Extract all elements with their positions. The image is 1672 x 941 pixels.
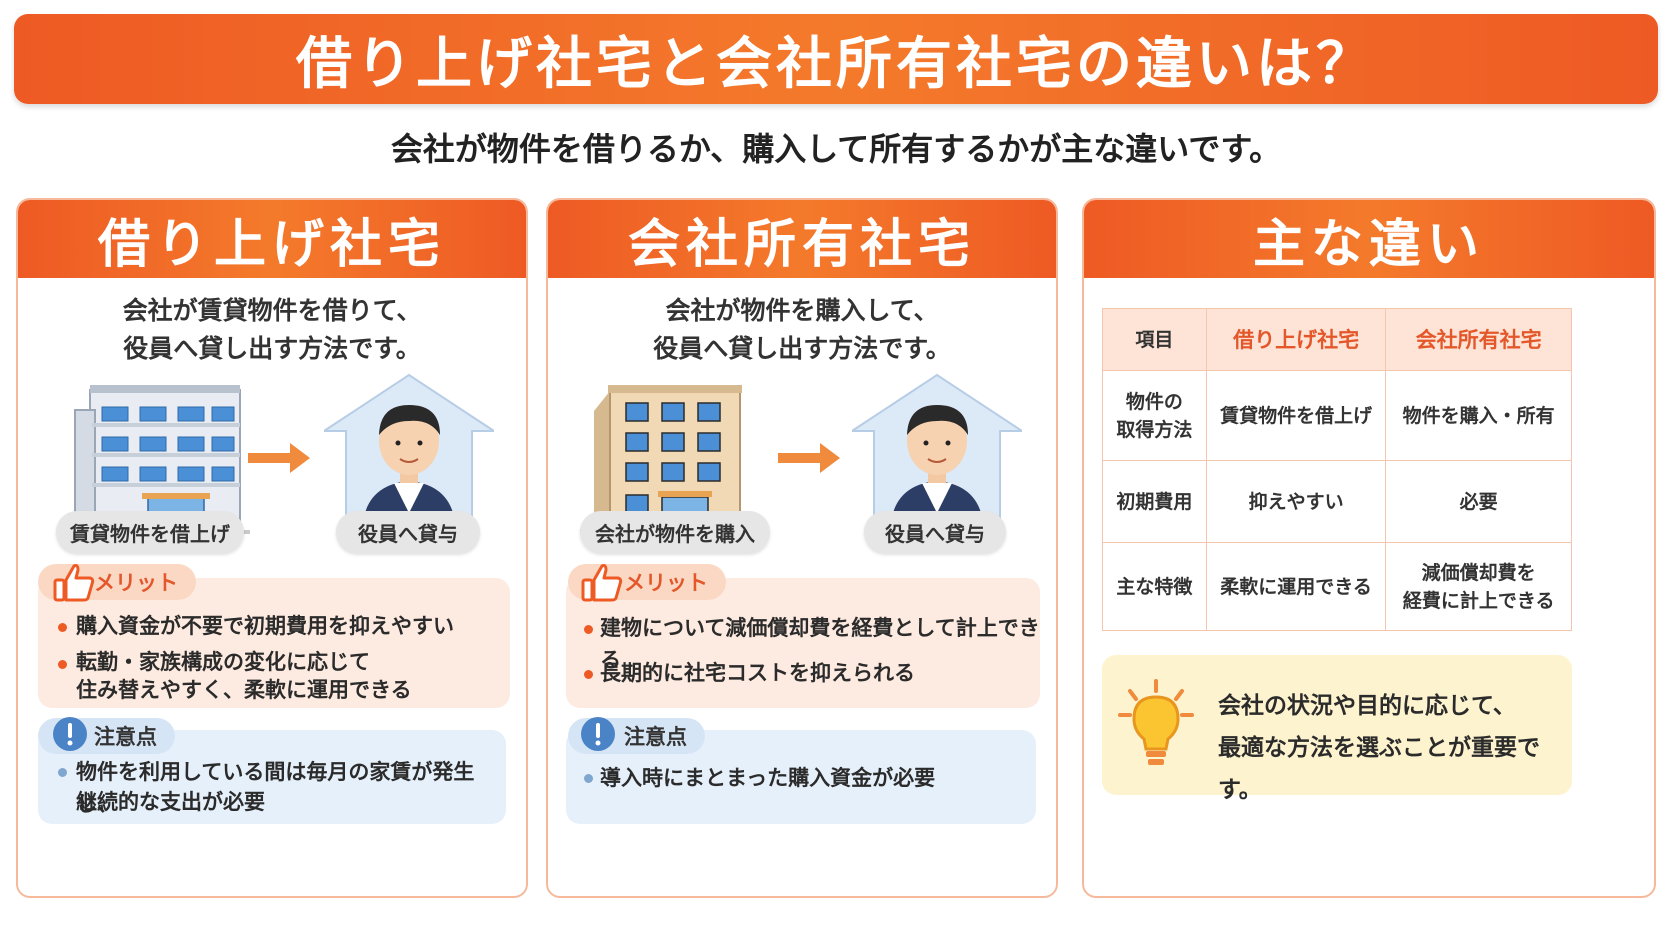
exclamation-icon	[53, 717, 87, 751]
table-cell: 抑えやすい	[1205, 460, 1387, 543]
table-cell: 必要	[1385, 460, 1572, 543]
caution-tag-label: 注意点	[94, 725, 157, 749]
description-line: 会社が賃貸物件を借りて、	[122, 296, 422, 325]
bullet-dot	[58, 768, 67, 777]
table-cell: 物件の 取得方法	[1102, 370, 1207, 461]
table-header-cell: 項目	[1102, 308, 1207, 371]
arrow-right-icon	[248, 443, 310, 473]
lightbulb-icon	[1118, 679, 1194, 765]
description-line: 役員へ貸し出す方法です。	[653, 334, 951, 363]
bullet-dot	[584, 670, 593, 679]
label-rent-property: 賃貸物件を借上げ	[56, 511, 244, 553]
panel-title: 借り上げ社宅	[97, 214, 446, 275]
cell-line: 物件の	[1125, 390, 1183, 413]
table-header-cell: 借り上げ社宅	[1205, 308, 1387, 371]
description-line: 会社が物件を購入して、	[665, 296, 939, 325]
merit-item: 転勤・家族構成の変化に応じて	[76, 650, 370, 674]
panel-title: 主な違い	[1252, 214, 1485, 275]
bullet-dot	[584, 774, 593, 783]
merit-item: 建物について減価償却費を経費として計上できる	[600, 616, 1040, 672]
panel-company-owned-housing: 会社所有社宅 会社が物件を購入して、 役員へ貸し出す方法です。	[546, 198, 1058, 898]
table-row: 主な特徴 柔軟に運用できる 減価償却費を 経費に計上できる	[1102, 542, 1572, 631]
panel-title: 会社所有社宅	[627, 214, 976, 275]
panel-header: 会社所有社宅	[548, 200, 1056, 278]
panel-header: 借り上げ社宅	[18, 200, 526, 278]
page-title: 借り上げ社宅と会社所有社宅の違いは？	[296, 31, 1376, 97]
merit-item: 住み替えやすく、柔軟に運用できる	[76, 678, 412, 702]
exclamation-icon	[581, 717, 615, 751]
arrow-right-icon	[778, 443, 840, 473]
panel-header: 主な違い	[1084, 200, 1654, 278]
house-person-icon	[324, 373, 494, 532]
table-row: 物件の 取得方法 賃貸物件を借上げ 物件を購入・所有	[1102, 370, 1572, 461]
label-lend-to-officer: 役員へ貸与	[336, 511, 480, 553]
caution-item: 継続的な支出が必要	[76, 790, 265, 814]
table-cell: 柔軟に運用できる	[1205, 542, 1387, 631]
merit-tag-label: メリット	[94, 571, 178, 595]
caution-tag-label: 注意点	[624, 725, 687, 749]
caution-item: 物件を利用している間は毎月の家賃が発生し、	[76, 760, 475, 816]
tip-line: 会社の状況や目的に応じて、	[1218, 693, 1516, 719]
merit-item: 長期的に社宅コストを抑えられる	[600, 661, 915, 685]
table-header-row: 項目 借り上げ社宅 会社所有社宅	[1102, 308, 1572, 371]
tip-box: 会社の状況や目的に応じて、 最適な方法を選ぶことが重要です。	[1102, 655, 1572, 803]
table-cell: 物件を購入・所有	[1385, 370, 1572, 461]
table-cell: 初期費用	[1102, 460, 1207, 543]
cell-line: 取得方法	[1116, 418, 1193, 441]
panel-description: 会社が物件を購入して、 役員へ貸し出す方法です。	[548, 292, 1056, 368]
description-line: 役員へ貸し出す方法です。	[123, 334, 421, 363]
page-subtitle: 会社が物件を借りるか、購入して所有するかが主な違いです。	[390, 130, 1282, 168]
table-cell: 減価償却費を 経費に計上できる	[1385, 542, 1572, 631]
panel-description: 会社が賃貸物件を借りて、 役員へ貸し出す方法です。	[18, 292, 526, 368]
table-header-cell: 会社所有社宅	[1385, 308, 1572, 371]
bullet-dot	[58, 623, 67, 632]
tip-text: 会社の状況や目的に応じて、 最適な方法を選ぶことが重要です。	[1218, 685, 1572, 811]
bullet-dot	[584, 625, 593, 634]
label-lend-to-officer: 役員へ貸与	[864, 511, 1006, 553]
tip-line: 最適な方法を選ぶことが重要です。	[1218, 735, 1540, 803]
panel-leased-housing: 借り上げ社宅 会社が賃貸物件を借りて、 役員へ貸し出す方法です。	[16, 198, 528, 898]
panel-main-differences: 主な違い 項目 借り上げ社宅 会社所有社宅 物件の 取得方法 賃貸物件を借上げ …	[1082, 198, 1656, 898]
caution-item: 導入時にまとまった購入資金が必要	[600, 766, 936, 790]
table-cell: 主な特徴	[1102, 542, 1207, 631]
label-buy-property: 会社が物件を購入	[580, 511, 770, 553]
merit-tag-label: メリット	[624, 571, 708, 595]
thumbs-up-icon	[53, 564, 95, 602]
house-person-icon	[852, 373, 1022, 532]
bullet-dot	[58, 660, 67, 669]
comparison-table: 項目 借り上げ社宅 会社所有社宅 物件の 取得方法 賃貸物件を借上げ 物件を購入…	[1102, 308, 1572, 631]
table-row: 初期費用 抑えやすい 必要	[1102, 460, 1572, 543]
merit-item: 購入資金が不要で初期費用を抑えやすい	[76, 614, 454, 638]
table-cell: 賃貸物件を借上げ	[1205, 370, 1387, 461]
thumbs-up-icon	[581, 564, 623, 602]
cell-line: 減価償却費を	[1421, 561, 1536, 584]
title-banner: 借り上げ社宅と会社所有社宅の違いは？	[14, 14, 1658, 104]
cell-line: 経費に計上できる	[1402, 589, 1555, 612]
